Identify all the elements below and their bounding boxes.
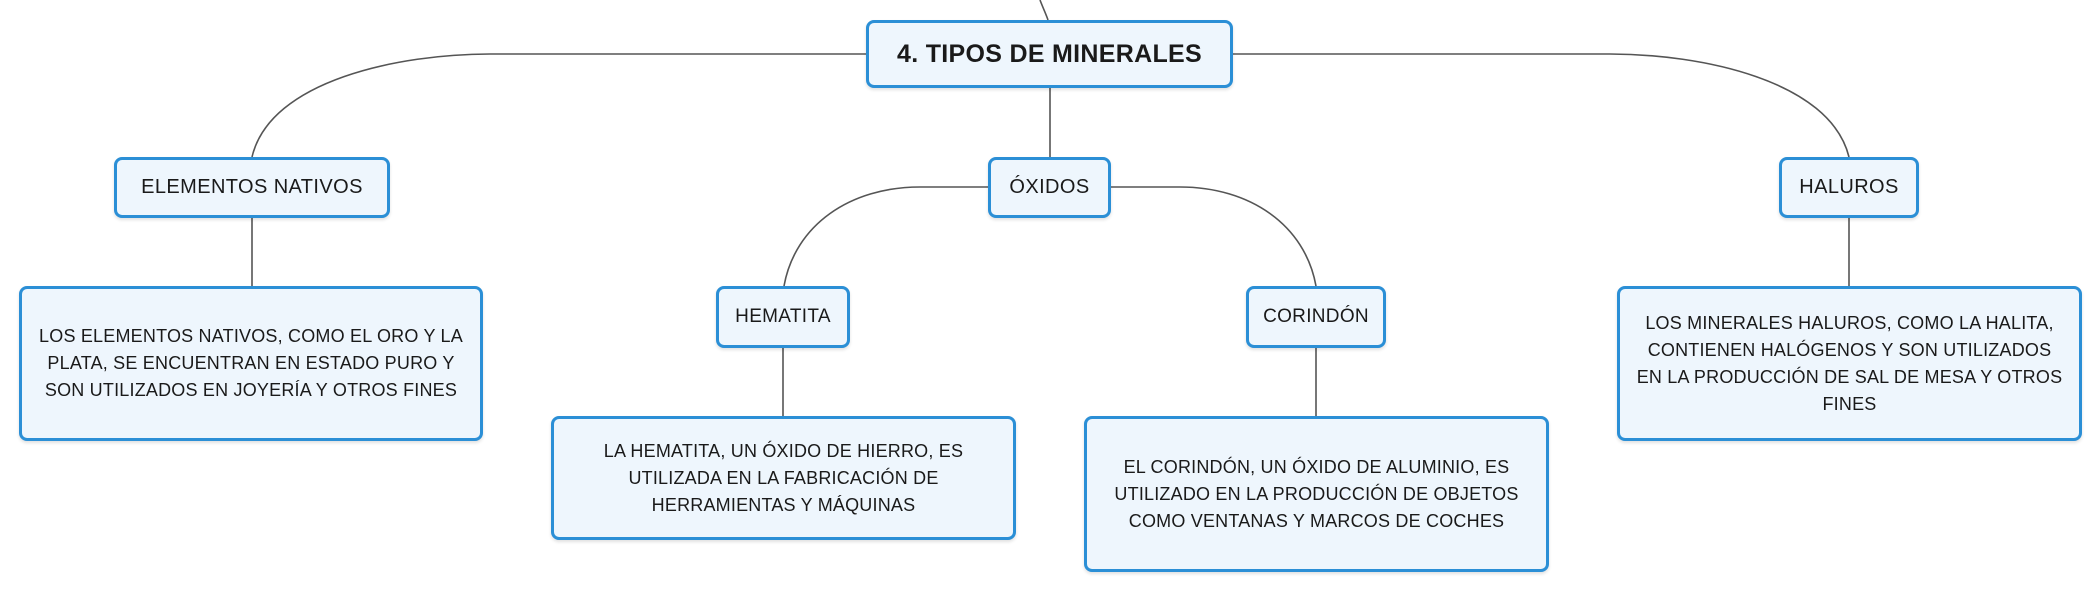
description-node-elementos-nativos[interactable]: LOS ELEMENTOS NATIVOS, COMO EL ORO Y LA … — [19, 286, 483, 441]
topic-label-oxidos: ÓXIDOS — [1009, 176, 1090, 198]
description-node-haluros[interactable]: LOS MINERALES HALUROS, COMO LA HALITA, C… — [1617, 286, 2082, 441]
root-topic-label: 4. TIPOS DE MINERALES — [897, 39, 1202, 68]
root-topic-node[interactable]: 4. TIPOS DE MINERALES — [866, 20, 1233, 88]
topic-node-oxidos[interactable]: ÓXIDOS — [988, 157, 1111, 218]
description-text-hematita: LA HEMATITA, UN ÓXIDO DE HIERRO, ES UTIL… — [603, 440, 964, 515]
topic-node-haluros[interactable]: HALUROS — [1779, 157, 1919, 218]
subtopic-node-corindon[interactable]: CORINDÓN — [1246, 286, 1386, 348]
topic-label-elementos-nativos: ELEMENTOS NATIVOS — [141, 176, 363, 198]
description-node-hematita[interactable]: LA HEMATITA, UN ÓXIDO DE HIERRO, ES UTIL… — [551, 416, 1016, 540]
description-text-corindon: EL CORINDÓN, UN ÓXIDO DE ALUMINIO, ES UT… — [1114, 456, 1519, 531]
description-node-corindon[interactable]: EL CORINDÓN, UN ÓXIDO DE ALUMINIO, ES UT… — [1084, 416, 1549, 572]
subtopic-node-hematita[interactable]: HEMATITA — [716, 286, 850, 348]
subtopic-label-corindon: CORINDÓN — [1263, 306, 1369, 327]
topic-label-haluros: HALUROS — [1799, 176, 1899, 198]
connector-root-parent — [1039, 0, 1049, 21]
description-text-elementos-nativos: LOS ELEMENTOS NATIVOS, COMO EL ORO Y LA … — [39, 326, 463, 400]
connector-root-to-elementos-nativos — [251, 53, 866, 158]
connector-root-to-haluros — [1233, 53, 1850, 158]
connector-oxidos-to-corindon — [1111, 186, 1317, 287]
connector-oxidos-to-hematita — [783, 186, 988, 287]
description-text-haluros: LOS MINERALES HALUROS, COMO LA HALITA, C… — [1636, 312, 2063, 414]
topic-node-elementos-nativos[interactable]: ELEMENTOS NATIVOS — [114, 157, 390, 218]
subtopic-label-hematita: HEMATITA — [735, 306, 831, 327]
